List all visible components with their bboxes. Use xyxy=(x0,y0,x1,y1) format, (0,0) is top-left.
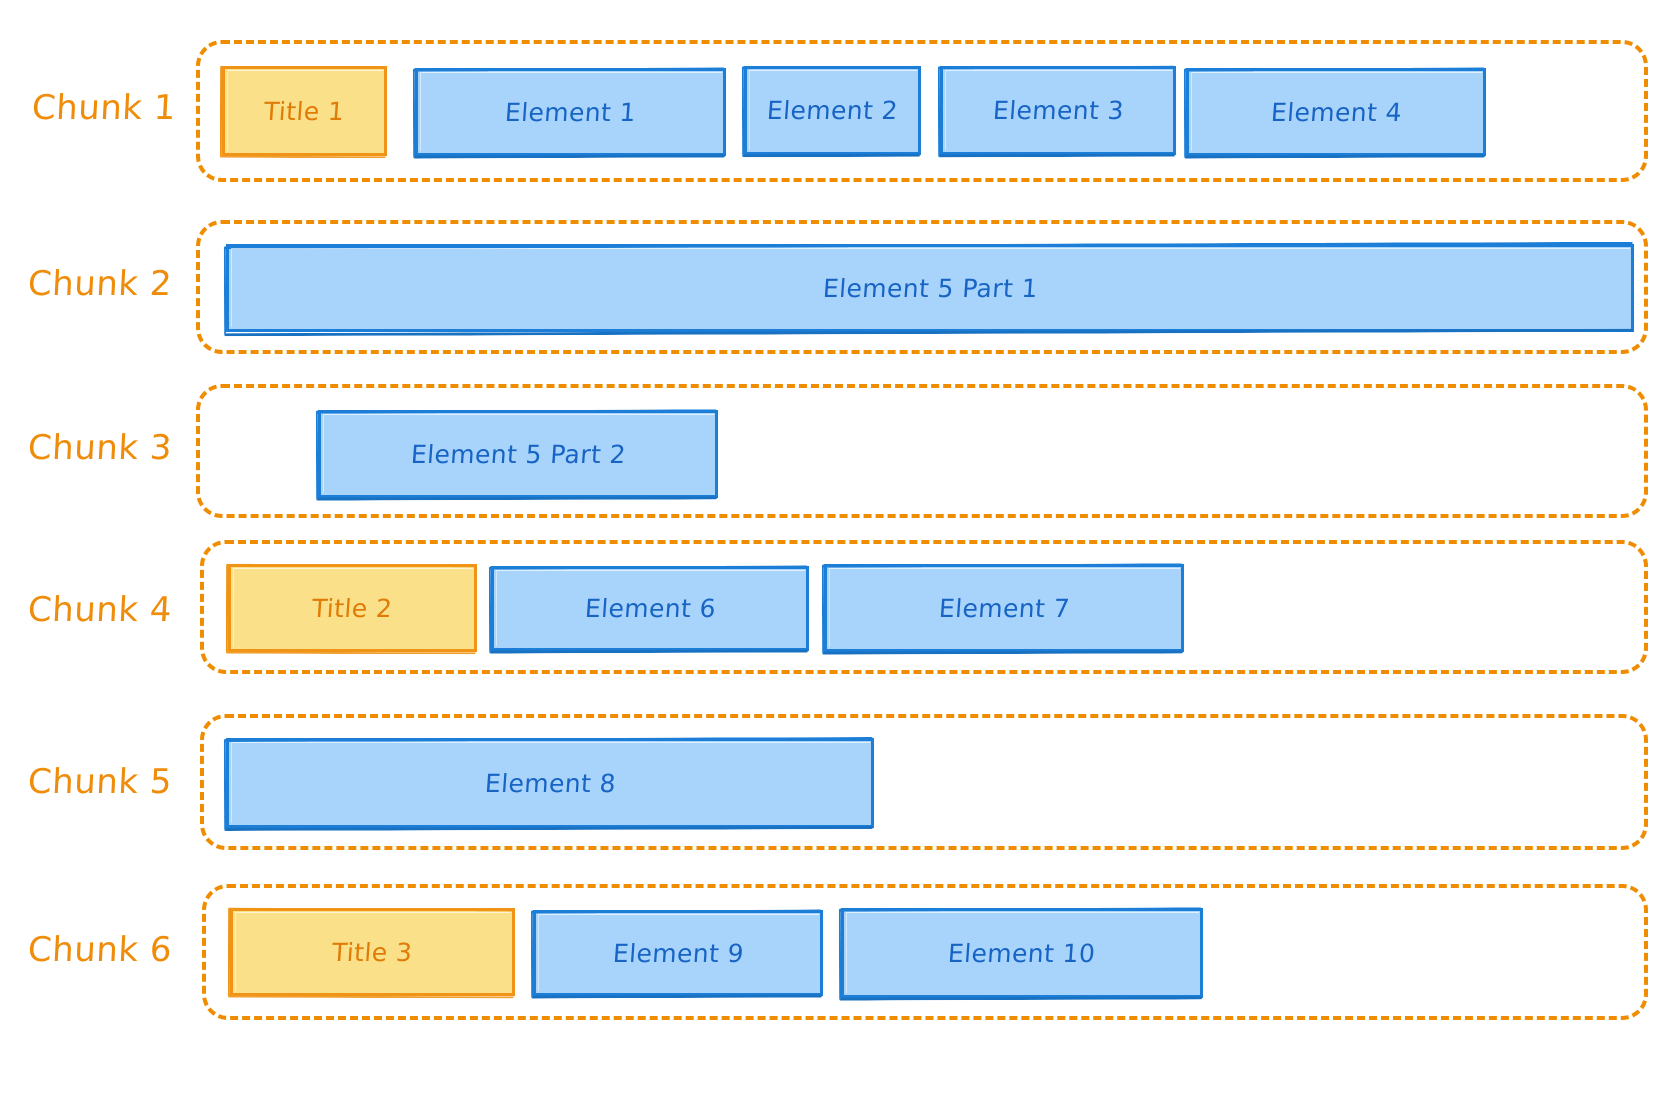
node-element-7[interactable]: Element 7 xyxy=(824,564,1184,652)
chunk-row-4: Chunk 4 Title 2 Element 6 Element 7 xyxy=(0,0,1662,674)
node-label: Element 4 xyxy=(1269,97,1403,127)
chunk-label-4: Chunk 4 xyxy=(26,590,174,630)
node-label: Element 8 xyxy=(483,768,617,798)
chunk-boundary-6 xyxy=(202,884,1648,1020)
node-title-2[interactable]: Title 2 xyxy=(228,564,477,652)
node-element-5-part-1[interactable]: Element 5 Part 1 xyxy=(226,244,1634,332)
node-label: Title 1 xyxy=(263,96,346,126)
node-label: Title 2 xyxy=(311,593,394,623)
node-label: Element 7 xyxy=(937,593,1071,623)
node-element-8[interactable]: Element 8 xyxy=(226,738,874,828)
node-label: Element 3 xyxy=(991,96,1125,125)
chunk-boundary-4 xyxy=(200,540,1648,674)
node-element-1[interactable]: Element 1 xyxy=(415,68,726,156)
node-label: Title 3 xyxy=(331,937,414,967)
chunk-row-2: Chunk 2 Element 5 Part 1 xyxy=(0,0,1662,354)
node-label: Element 9 xyxy=(611,938,745,968)
node-label: Element 2 xyxy=(766,96,899,125)
node-element-10[interactable]: Element 10 xyxy=(841,908,1203,998)
chunk-boundary-3 xyxy=(196,384,1648,518)
chunk-row-6: Chunk 6 Title 3 Element 9 Element 10 xyxy=(0,0,1662,1020)
node-element-3[interactable]: Element 3 xyxy=(940,66,1176,155)
chunk-label-6: Chunk 6 xyxy=(26,930,174,970)
chunk-boundary-5 xyxy=(200,714,1648,850)
node-element-2[interactable]: Element 2 xyxy=(744,66,921,155)
node-title-3[interactable]: Title 3 xyxy=(230,908,515,996)
node-label: Element 6 xyxy=(583,594,717,623)
chunk-boundary-1 xyxy=(196,40,1648,182)
chunk-boundary-2 xyxy=(196,220,1648,354)
chunk-label-2: Chunk 2 xyxy=(26,264,174,304)
node-element-9[interactable]: Element 9 xyxy=(533,910,823,996)
node-label: Element 5 Part 2 xyxy=(409,439,627,469)
chunk-label-5: Chunk 5 xyxy=(26,762,174,802)
node-element-4[interactable]: Element 4 xyxy=(1186,68,1486,156)
chunk-row-5: Chunk 5 Element 8 xyxy=(0,0,1662,850)
chunk-label-3: Chunk 3 xyxy=(26,428,174,468)
node-element-5-part-2[interactable]: Element 5 Part 2 xyxy=(318,410,718,498)
node-title-1[interactable]: Title 1 xyxy=(222,66,387,156)
node-label: Element 10 xyxy=(947,938,1097,968)
node-label: Element 1 xyxy=(504,97,637,127)
chunk-row-3: Chunk 3 Element 5 Part 2 xyxy=(0,0,1662,518)
node-label: Element 5 Part 1 xyxy=(821,273,1039,303)
chunk-row-1: Chunk 1 Title 1 Element 1 Element 2 Elem… xyxy=(0,0,1662,200)
node-element-6[interactable]: Element 6 xyxy=(491,566,809,651)
